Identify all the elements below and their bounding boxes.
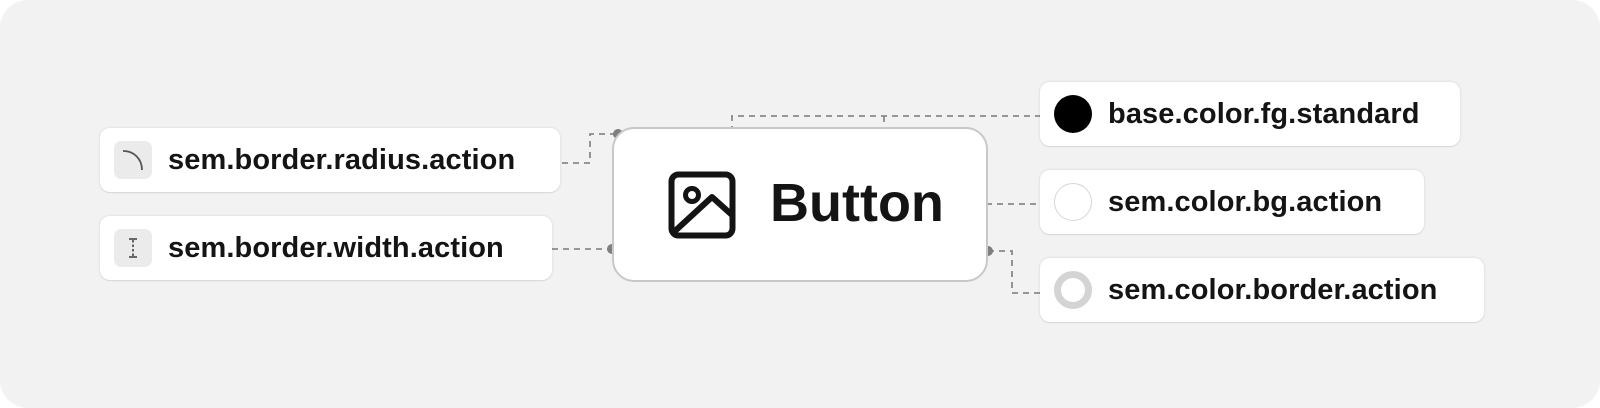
image-icon [668, 171, 736, 239]
ring-swatch [1054, 271, 1092, 309]
corner-radius-icon [114, 141, 152, 179]
connector-radius [562, 133, 618, 164]
button-component-preview [612, 127, 988, 282]
white-circle-swatch [1054, 183, 1092, 221]
token-bg-action: sem.color.bg.action [1040, 170, 1424, 234]
border-width-icon [114, 229, 152, 267]
connector-border [988, 250, 1040, 294]
token-label: base.color.fg.standard [1108, 97, 1420, 130]
token-border-action: sem.color.border.action [1040, 258, 1484, 322]
token-label: sem.color.border.action [1108, 273, 1438, 306]
token-border-width: sem.border.width.action [100, 216, 552, 280]
token-label: sem.border.width.action [168, 231, 504, 264]
token-border-radius: sem.border.radius.action [100, 128, 560, 192]
token-fg-standard: base.color.fg.standard [1040, 82, 1460, 146]
filled-circle-swatch [1054, 95, 1092, 133]
token-label: sem.color.bg.action [1108, 185, 1383, 218]
token-label: sem.border.radius.action [168, 143, 516, 176]
button-label: Button [770, 173, 944, 233]
